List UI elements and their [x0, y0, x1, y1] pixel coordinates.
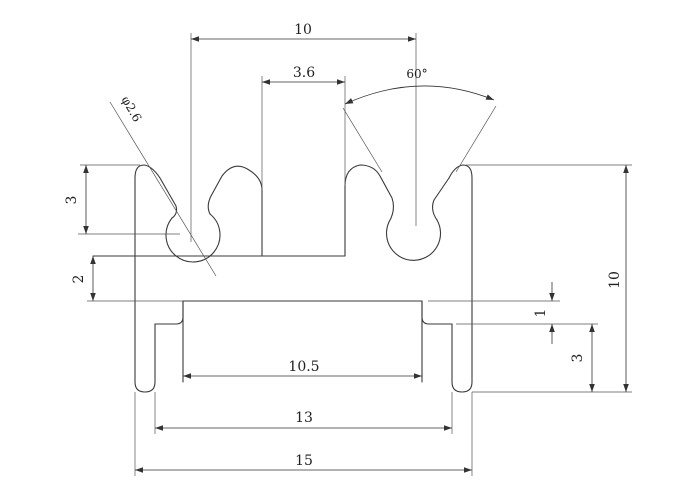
label-inner-width: 10.5	[288, 359, 319, 375]
right-keyhole-circle	[385, 219, 442, 261]
label-lip-span: 13	[295, 410, 313, 426]
label-right-height: 10	[607, 271, 623, 289]
left-top-lobe	[134, 164, 161, 179]
dimension-lines	[83, 36, 629, 473]
left-wall-bottom	[134, 381, 156, 393]
label-step-height: 2	[71, 275, 87, 284]
left-slot-wall	[159, 177, 178, 219]
angle-leg-right	[455, 105, 497, 173]
label-total-width: 15	[295, 453, 313, 469]
label-slot-width: 3.6	[293, 65, 315, 81]
dimension-labels: 10 3.6 60° φ2.6 3 2 10 1 3 10.5 13 15	[64, 22, 623, 469]
right-wall-bottom	[451, 381, 473, 393]
angle-leg-left	[342, 107, 383, 173]
label-hole-diameter: φ2.6	[119, 94, 145, 125]
diameter-leader	[109, 101, 217, 277]
label-left-height: 3	[64, 196, 80, 205]
left-keyhole-circle	[165, 213, 221, 263]
extension-lines	[78, 33, 632, 476]
right-top-lobe	[448, 164, 473, 179]
profile-outline	[92, 164, 473, 393]
label-thickness: 1	[533, 309, 549, 318]
dim-angle-arc	[344, 85, 495, 105]
right-lip-top	[421, 300, 453, 325]
right-slot-left-lobe	[344, 164, 395, 223]
left-slot-right-lobe	[207, 165, 263, 215]
label-top-width: 10	[294, 22, 312, 38]
label-lip-height: 3	[570, 354, 586, 363]
right-slot-wall	[431, 177, 450, 221]
label-angle: 60°	[406, 67, 427, 81]
left-lip-top	[154, 300, 184, 325]
